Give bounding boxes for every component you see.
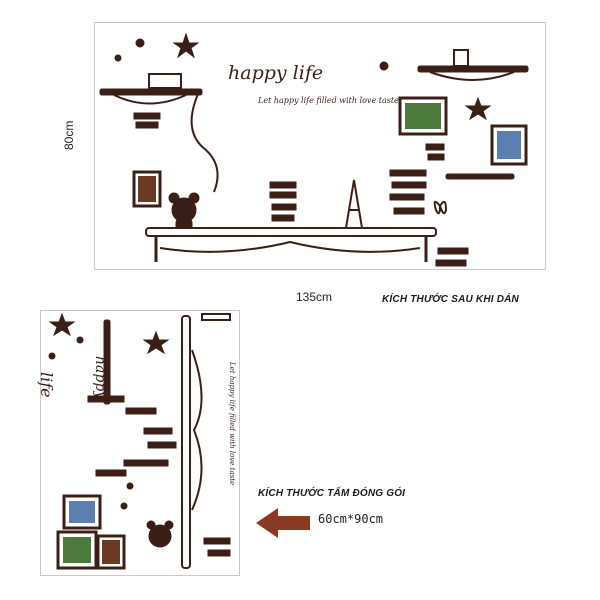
decal-subtitle: Let happy life filled with love taste [258,96,399,105]
flower-icon [379,61,389,71]
butterfly-icon [433,200,448,215]
shelf-top-right [417,65,529,73]
flower-icon [126,482,134,490]
flower-icon [76,336,84,344]
sheet-title-part-1: life [37,372,56,398]
shelf-main [145,227,437,237]
width-dimension: 135cm [296,290,333,304]
package-sheet-frame [40,310,240,576]
teddy-bear-icon [146,520,174,548]
flower-icon [114,54,122,62]
star-icon [464,96,492,121]
sheet-title-part-2: happy [92,356,108,400]
applied-preview-frame [94,22,546,270]
flower-icon [120,502,128,510]
package-sheet-art [48,312,231,570]
package-size-caption: KÍCH THƯỚC TẤM ĐÓNG GÓI [258,488,406,499]
package-dimensions: 60cm*90cm [318,512,384,526]
flower-icon [135,38,145,48]
shelf-vertical [181,315,191,569]
applied-decal-art [99,32,529,267]
star-icon [172,32,200,59]
star-icon [48,312,76,337]
star-icon [142,330,170,355]
teddy-bear-icon [168,192,200,233]
after-applied-caption: KÍCH THƯỚC SAU KHI DÁN [382,294,519,305]
arrow-left-icon [256,508,310,538]
decal-title: happy life [228,62,324,84]
sheet-subtitle: Let happy life filled with love taste [228,362,236,486]
shelf-top-left [99,88,203,96]
flower-icon [48,352,56,360]
eiffel-tower-icon [344,179,364,229]
height-dimension: 80cm [62,120,76,150]
